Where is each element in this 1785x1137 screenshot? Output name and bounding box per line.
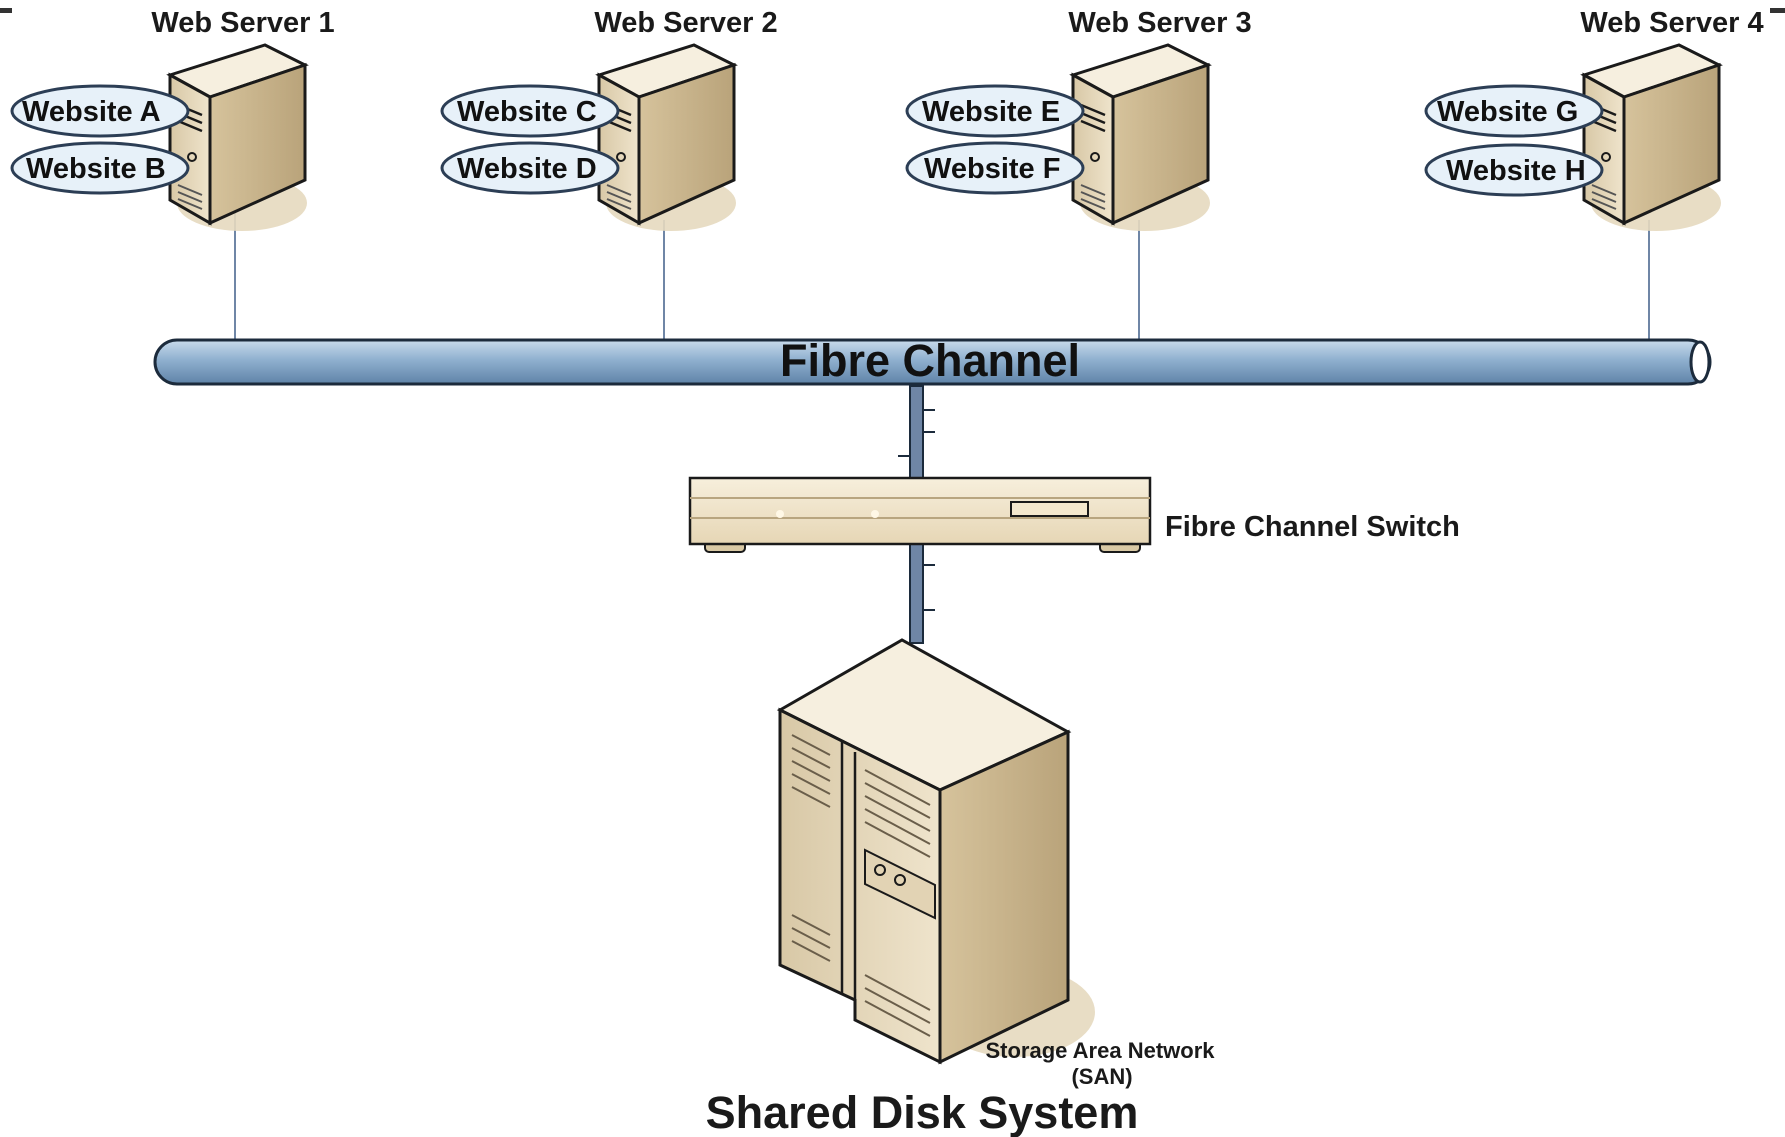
website-label: Website D	[457, 153, 597, 185]
website-label: Website E	[922, 96, 1060, 128]
san-label-line1: Storage Area Network	[985, 1038, 1215, 1063]
edge-mark-right	[1770, 8, 1785, 13]
website-label: Website C	[457, 96, 597, 128]
server-title: Web Server 4	[1580, 7, 1763, 39]
san-storage-tower: Storage Area Network (SAN)	[776, 638, 1215, 1089]
website-bubble: Website D	[440, 141, 620, 195]
server-tower-icon	[1071, 43, 1212, 233]
website-bubble: Website C	[440, 84, 620, 138]
website-label: Website B	[26, 153, 166, 185]
edge-mark-left	[0, 8, 12, 13]
website-bubble: Website F	[905, 141, 1085, 195]
website-bubble: Website B	[10, 141, 190, 195]
website-label: Website H	[1446, 155, 1586, 187]
web-server-4: Web Server 4 Website G Website H	[1424, 7, 1764, 233]
server-title: Web Server 2	[594, 7, 777, 39]
website-bubble: Website A	[10, 84, 190, 138]
server-tower-icon	[1582, 43, 1723, 233]
website-bubble: Website E	[905, 84, 1085, 138]
server-title: Web Server 1	[151, 7, 334, 39]
website-bubble: Website H	[1424, 143, 1604, 197]
san-uplink	[909, 542, 935, 644]
website-label: Website A	[22, 96, 161, 128]
server-title: Web Server 3	[1068, 7, 1251, 39]
switch-label: Fibre Channel Switch	[1165, 511, 1460, 543]
fibre-channel-switch: Fibre Channel Switch	[688, 476, 1460, 553]
web-server-3: Web Server 3 Website E Website F	[905, 7, 1252, 233]
web-server-2: Web Server 2 Website C Website D	[440, 7, 778, 233]
server-tower-icon	[168, 43, 309, 233]
web-server-1: Web Server 1 Website A Website B	[10, 7, 335, 233]
diagram-title: Shared Disk System	[706, 1087, 1139, 1137]
fibre-channel-bus: Fibre Channel	[153, 335, 1712, 386]
san-label-line2: (SAN)	[1071, 1064, 1132, 1089]
server-tower-icon	[597, 43, 738, 233]
website-label: Website G	[1437, 96, 1578, 128]
bus-label: Fibre Channel	[780, 335, 1080, 386]
switch-uplink	[898, 385, 935, 482]
website-label: Website F	[924, 153, 1060, 185]
website-bubble: Website G	[1424, 84, 1604, 138]
